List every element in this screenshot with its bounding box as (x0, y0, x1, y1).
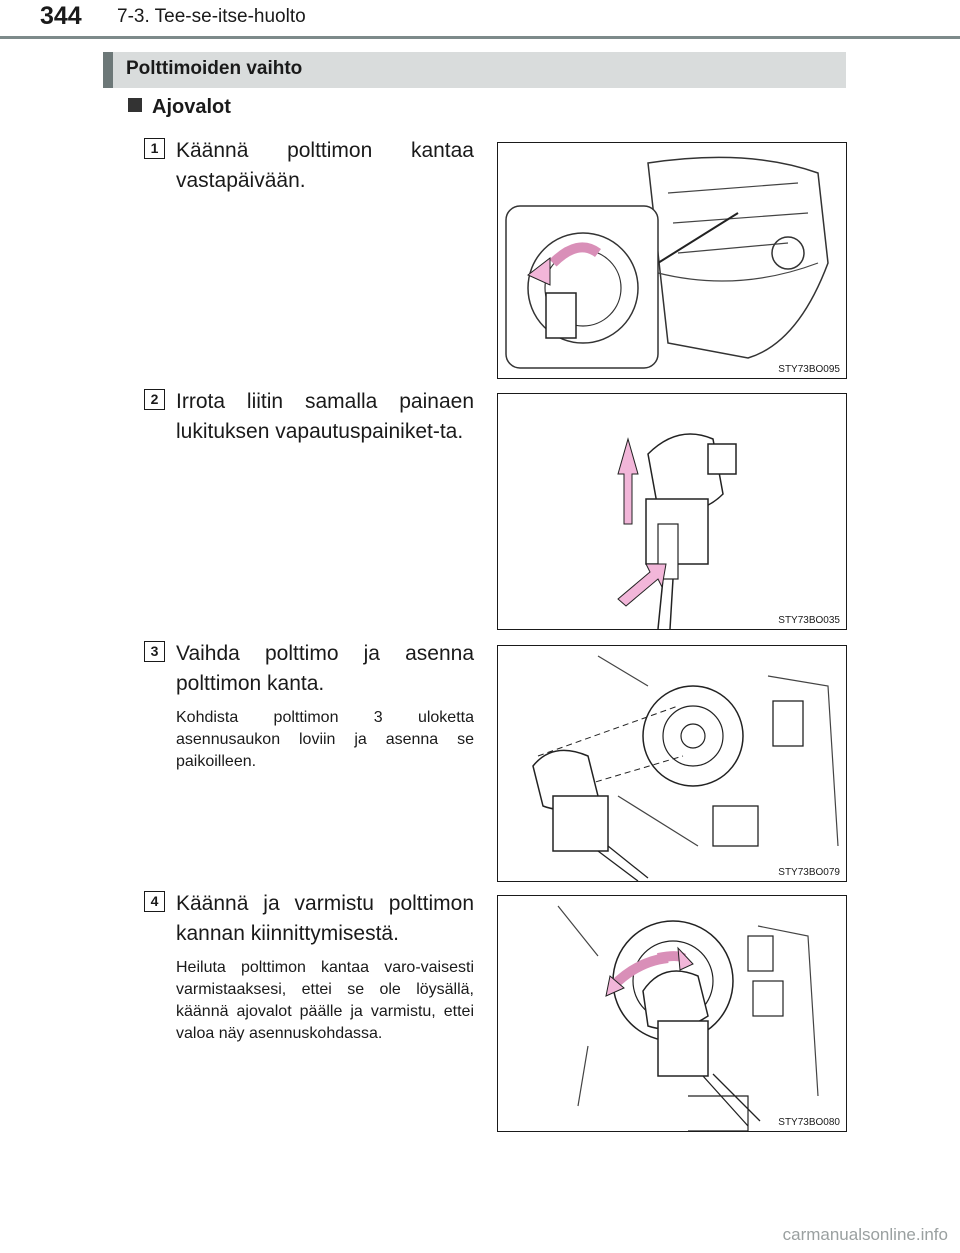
section-header: Polttimoiden vaihto (103, 52, 846, 88)
figure-code: STY73BO079 (778, 867, 840, 878)
step-4-text: Käännä ja varmistu polttimon kannan kiin… (176, 892, 474, 945)
subheading: Ajovalot (128, 96, 231, 119)
bulb-install-illustration (532, 655, 839, 881)
step-2-text: Irrota liitin samalla painaen lukituksen… (176, 390, 474, 443)
chapter-title: 7-3. Tee-se-itse-huolto (117, 6, 306, 27)
step-4-note: Heiluta polttimon kantaa varo-vaisesti v… (176, 959, 474, 1042)
section-title: Polttimoiden vaihto (126, 58, 303, 79)
step-1-figure: STY73BO095 (497, 142, 847, 379)
step-2-figure: STY73BO035 (497, 393, 847, 630)
section-accent (103, 52, 113, 88)
step-1-text: Käännä polttimon kantaa vastapäivään. (176, 139, 474, 192)
figure-code: STY73BO095 (778, 364, 840, 375)
step-3-figure: STY73BO079 (497, 645, 847, 882)
figure-code: STY73BO080 (778, 1117, 840, 1128)
figure-code: STY73BO035 (778, 615, 840, 626)
step-3-number: 3 (144, 641, 165, 662)
rotate-arrow-icon (549, 242, 601, 267)
step-2-number: 2 (144, 389, 165, 410)
connector-illustration (617, 433, 737, 629)
bulb-socket-illustration (505, 156, 829, 369)
subheading-label: Ajovalot (152, 96, 231, 118)
header-rule (0, 36, 960, 39)
press-arrow-icon (617, 563, 667, 607)
step-4-figure: STY73BO080 (497, 895, 847, 1132)
step-3-text: Vaihda polttimo ja asenna polttimon kant… (176, 642, 474, 695)
page-number: 344 (40, 2, 82, 30)
bulb-secure-illustration (557, 905, 819, 1131)
step-4-number: 4 (144, 891, 165, 912)
step-1-number: 1 (144, 138, 165, 159)
square-bullet-icon (128, 98, 142, 112)
pull-arrow-icon (617, 437, 639, 525)
step-3-note: Kohdista polttimon 3 uloketta asennusauk… (176, 709, 474, 770)
watermark: carmanualsonline.info (782, 1225, 948, 1244)
